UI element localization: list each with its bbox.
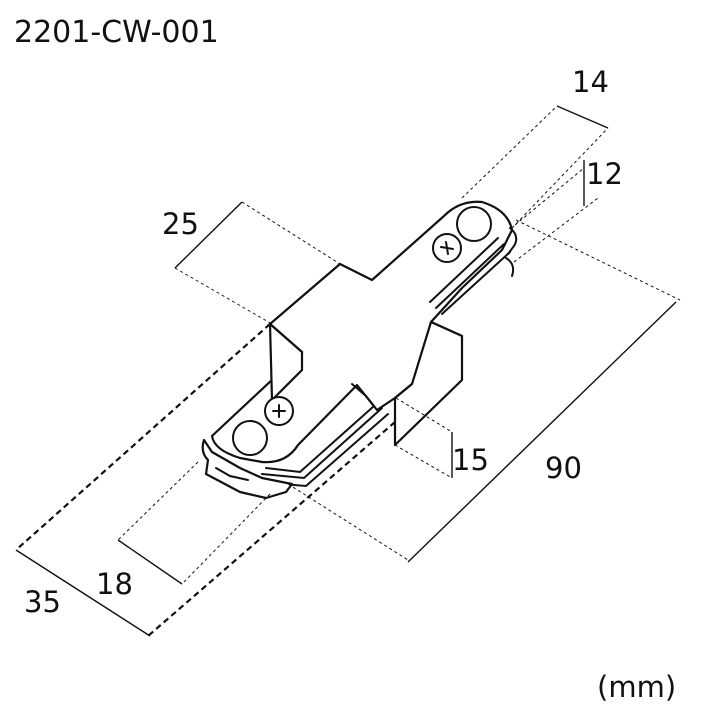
connector-body xyxy=(201,200,518,500)
connector-end-clip xyxy=(201,438,294,500)
part-number: 2201-CW-001 xyxy=(14,15,219,50)
rail-line xyxy=(429,237,499,303)
dimension-side-height: 15 xyxy=(394,397,489,479)
screw-cross-top xyxy=(440,241,454,255)
dimension-top-height: 12 xyxy=(513,157,623,263)
unit-label: (mm) xyxy=(597,670,676,704)
clip-line xyxy=(215,467,249,481)
dimension-overall-length: 90 xyxy=(287,219,681,563)
screw-cross-bottom xyxy=(272,404,286,418)
dim-body-width: 25 xyxy=(162,207,199,241)
dimension-top-width: 14 xyxy=(461,65,609,229)
dim-overall-length: 90 xyxy=(545,451,582,485)
dimension-bottom-width: 18 xyxy=(96,461,271,601)
rail-line xyxy=(435,243,505,309)
rail-line xyxy=(261,407,383,480)
connector-left-face xyxy=(268,322,304,402)
dim-side-height: 15 xyxy=(452,443,489,477)
rail-line xyxy=(441,251,511,315)
rail-end xyxy=(505,257,515,277)
rail-end xyxy=(507,227,518,255)
dim-bottom-width: 18 xyxy=(96,567,133,601)
dim-top-width: 14 xyxy=(572,65,609,99)
contact-circle-bottom xyxy=(232,420,268,456)
dim-top-height: 12 xyxy=(586,157,623,191)
dimension-overall-width: 35 xyxy=(15,323,396,637)
dimension-body-width: 25 xyxy=(162,201,341,325)
dim-overall-width: 35 xyxy=(24,585,61,619)
contact-circle-top xyxy=(456,206,492,242)
rail-line xyxy=(265,383,376,474)
